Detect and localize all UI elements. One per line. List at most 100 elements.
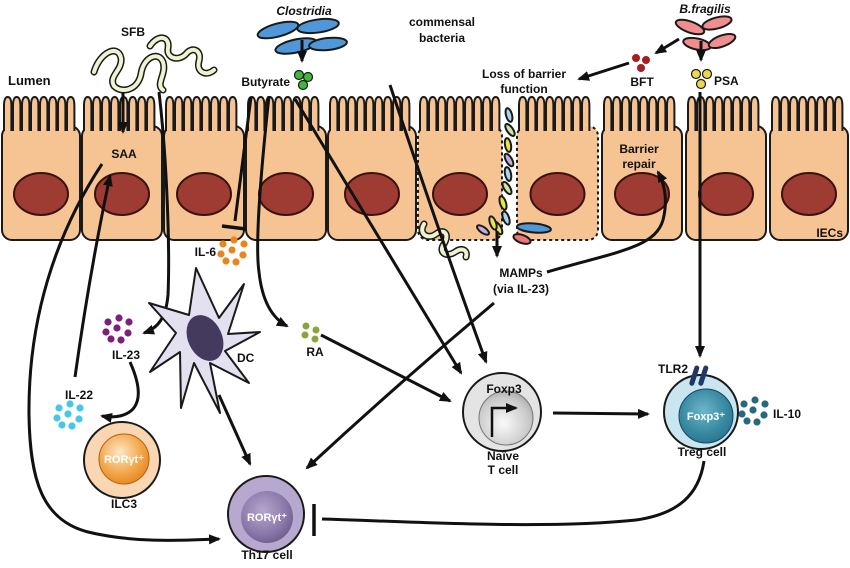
molecule-dot (740, 400, 748, 408)
molecule-dot (104, 318, 112, 326)
label-il22: IL-22 (65, 388, 93, 402)
label-bft: BFT (630, 75, 654, 89)
ra-dots (301, 322, 320, 343)
molecule-dot-clusters (53, 54, 769, 430)
signal-arrows (27, 37, 706, 545)
arrow-naive-t-to-treg (552, 408, 650, 419)
bacteria-rod (504, 123, 516, 137)
label-mamps-1: MAMPs (499, 266, 543, 280)
label-il6: IL-6 (195, 245, 217, 259)
bacteria-rod (488, 215, 498, 231)
butyrate-dots (293, 69, 314, 91)
molecule-dot (311, 335, 319, 343)
microvilli (603, 95, 676, 131)
microvilli (165, 95, 238, 131)
clostridia-bacteria (256, 17, 348, 55)
label-naive-1: Naïve (487, 449, 519, 463)
cell-nucleus (614, 172, 670, 216)
molecule-dot (107, 335, 115, 343)
th17-rorgt-label: RORγt⁺ (247, 512, 287, 524)
molecule-dot (293, 69, 305, 81)
label-il23: IL-23 (112, 348, 140, 362)
molecule-dot (701, 68, 713, 80)
molecule-dot (68, 422, 76, 430)
il23-dots (102, 314, 133, 344)
sfb-bacteria (90, 34, 218, 94)
il10-dots (738, 396, 769, 426)
arrow-bft-to-barrier-loss (577, 61, 630, 81)
microvilli (771, 95, 844, 131)
th17-cell: RORγt⁺ (227, 475, 305, 553)
bacteria-rod (516, 222, 552, 234)
arrow-commensal-to-naive-t (388, 84, 488, 364)
bfragilis-bacteria (674, 15, 737, 52)
treg-cell: Foxp3⁺ (663, 365, 739, 450)
naive-t-cell: Foxp3 (462, 372, 542, 452)
molecule-dot (66, 400, 74, 408)
label-mamps-2: (via IL-23) (493, 282, 549, 296)
bacteria-rod (504, 107, 514, 123)
microvilli (518, 95, 591, 131)
foxp3-promoter-arrow (490, 403, 518, 437)
cell-nucleus (432, 172, 488, 216)
molecule-dot (760, 411, 768, 419)
bacteria-rod (512, 233, 532, 245)
arrow-il22-to-saa (73, 174, 113, 378)
bacteria-rod (498, 195, 508, 211)
bacteria-rod (501, 180, 513, 196)
arrow-butyrate-to-naive-t (293, 98, 463, 375)
molecule-dot (64, 410, 72, 418)
arrow-sfb-to-il23 (142, 91, 171, 335)
molecule-dot (637, 64, 645, 72)
dendritic-cell (148, 267, 261, 414)
treg-foxp3-label: Foxp3⁺ (687, 411, 725, 423)
label-dc: DC (237, 351, 255, 365)
arrow-bfragilis-to-bft (654, 37, 680, 55)
bacteria-rod (503, 152, 515, 168)
molecule-dot (217, 250, 225, 258)
bft-dots (632, 54, 650, 72)
molecule-dot (113, 324, 121, 332)
label-psa: PSA (714, 74, 739, 88)
molecule-dot (58, 421, 66, 429)
arrow-ra-to-naive-t (320, 333, 452, 403)
cell-nucleus (781, 172, 837, 216)
microvilli (329, 95, 411, 131)
label-barrier-repair-2: repair (622, 157, 656, 171)
label-commensal-2: bacteria (419, 31, 465, 45)
molecule-dot (240, 240, 248, 248)
label-naive-2: T cell (488, 463, 519, 477)
cell-nucleus (258, 172, 314, 216)
il6-dots (217, 236, 248, 266)
microvilli (3, 95, 76, 131)
bacteria-rod (503, 166, 513, 182)
arrow-mamps-to-th17 (305, 301, 495, 470)
label-tlr2: TLR2 (658, 362, 688, 376)
dc-nucleus (186, 315, 224, 361)
cell-nucleus (176, 172, 232, 216)
molecule-dot (751, 396, 759, 404)
molecule-dot (53, 414, 61, 422)
molecule-dot (102, 328, 110, 336)
label-ra: RA (306, 345, 324, 359)
ilc3-cell: RORγt⁺ (83, 421, 161, 499)
naive-foxp3-label: Foxp3 (486, 382, 522, 396)
molecule-dot (301, 331, 309, 339)
label-barrier-loss-2: function (500, 82, 547, 96)
molecule-dot (115, 314, 123, 322)
molecule-dot (738, 410, 746, 418)
molecule-dot (743, 417, 751, 425)
cell-nucleus (698, 172, 754, 216)
molecule-dot (302, 71, 314, 83)
molecule-dot (76, 404, 84, 412)
molecule-dot (239, 251, 247, 259)
molecule-dot (642, 56, 650, 64)
il22-dots (53, 400, 84, 430)
molecule-dot (761, 400, 769, 408)
molecule-dot (749, 406, 757, 414)
label-ilc3: ILC3 (111, 497, 137, 511)
microvilli (247, 95, 320, 131)
inhibit-treg-th17 (321, 460, 706, 527)
label-sfb: SFB (121, 25, 145, 39)
